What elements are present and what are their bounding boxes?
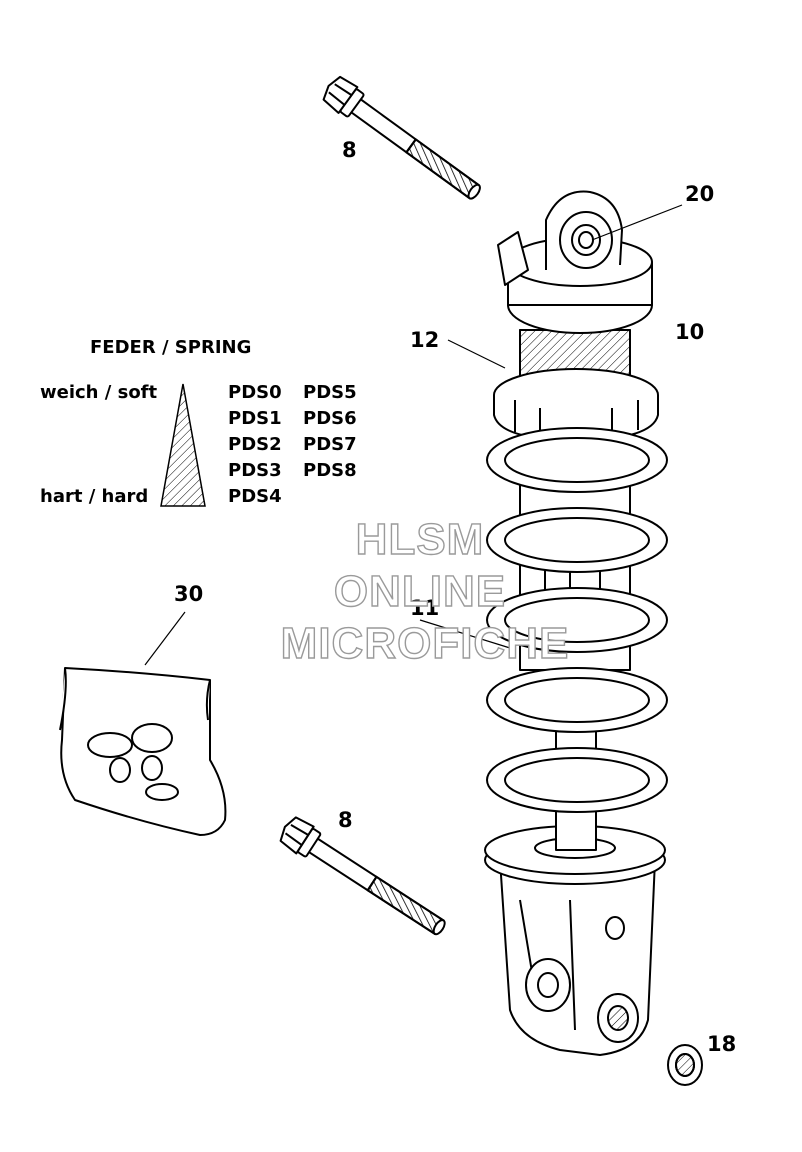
bolt-bottom [279, 816, 446, 936]
spring-rate-code: PDS7 [303, 434, 357, 455]
spring-soft-label: weich / soft [40, 382, 158, 403]
callout-adjuster-ring: 12 [410, 328, 440, 352]
spring-rate-code: PDS5 [303, 382, 357, 403]
spring-rate-code: PDS6 [303, 408, 357, 429]
watermark-line: HLSM [355, 514, 485, 564]
spring-rate-code: PDS3 [228, 460, 282, 481]
bushing-18 [667, 1044, 703, 1086]
callout-spring: 11 [410, 596, 440, 620]
hardness-triangle [160, 383, 206, 507]
watermark-line: ONLINE [333, 566, 507, 616]
spring-chart-sticker [59, 667, 227, 836]
spring-rate-code: PDS2 [228, 434, 282, 455]
callout-bolt-bottom: 8 [338, 808, 353, 832]
spring-rate-code: PDS0 [228, 382, 282, 403]
callout-eye-bushing: 20 [685, 182, 715, 206]
spring-rate-code: PDS8 [303, 460, 357, 481]
callout-bolt-top: 8 [342, 138, 357, 162]
leader-lines [144, 204, 683, 666]
spring [486, 427, 668, 813]
callout-bushing-small: 18 [707, 1032, 737, 1056]
spring-rate-code: PDS4 [228, 486, 282, 507]
callout-spring-chart: 30 [174, 582, 204, 606]
bolt-top [322, 75, 481, 200]
spring-hard-label: hart / hard [40, 486, 149, 507]
spring-rate-code: PDS1 [228, 408, 282, 429]
spring-legend-title: FEDER / SPRING [90, 337, 252, 358]
watermark-line: MICROFICHE [280, 618, 570, 668]
callout-shock-absorber: 10 [675, 320, 705, 344]
